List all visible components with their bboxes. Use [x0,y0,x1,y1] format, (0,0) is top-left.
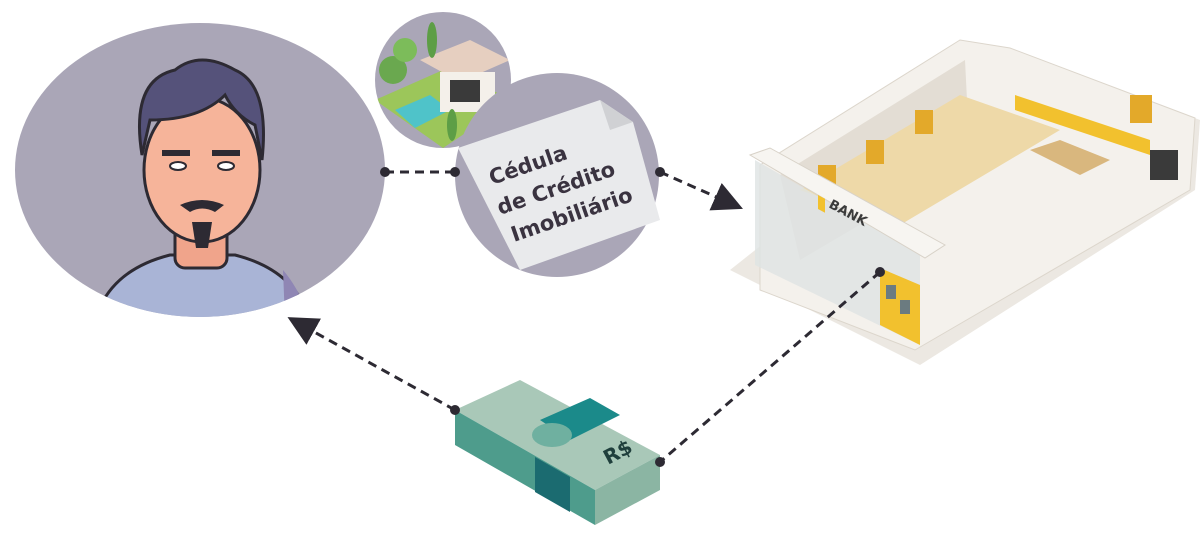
connector-dots [380,167,885,467]
person-illustration [15,23,385,317]
bank-illustration: BANK [730,39,1200,365]
credit-note-illustration: Cédula de Crédito Imobiliário [455,73,660,277]
money-to-person-arrow [287,317,456,412]
bank-to-money-connector [659,270,881,464]
house-illustration [375,12,511,148]
flow-arrows [287,170,881,464]
document-to-bank-arrow [659,170,743,211]
money-stack-illustration: R$ [455,380,660,525]
